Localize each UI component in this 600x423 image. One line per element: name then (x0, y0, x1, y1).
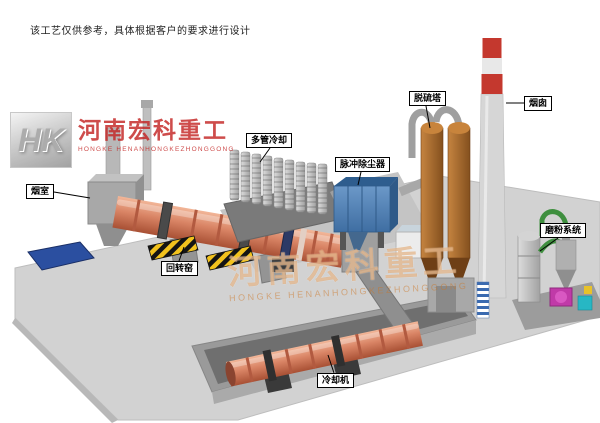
chimney-stack (476, 38, 507, 319)
hazard-barriers (147, 235, 255, 271)
label-desulfurization-tower: 脱硫塔 (409, 91, 447, 107)
logo-text-block: 河南宏科重工 HONGKE HENANHONGKEZHONGGONG (78, 112, 235, 153)
grinding-system-unit (512, 209, 600, 330)
small-building (395, 225, 428, 259)
label-chimney: 烟囱 (524, 96, 553, 112)
label-cooling-machine: 冷却机 (317, 373, 355, 389)
company-logo: HK 河南宏科重工 HONGKE HENANHONGKEZHONGGONG (10, 112, 235, 168)
desulfurization-towers (408, 106, 475, 313)
label-rotary-kiln: 回转窑 (161, 261, 199, 277)
pulse-dust-collector-unit (333, 177, 398, 250)
logo-hk-monogram: HK (10, 112, 72, 168)
label-grinding-system: 磨粉系统 (540, 223, 587, 239)
logo-company-name-cn: 河南宏科重工 (78, 117, 228, 143)
disclaimer-text: 该工艺仅供参考，具体根据客户的要求进行设计 (30, 26, 251, 37)
kiln-drive-box (272, 258, 294, 272)
label-leader-lines (53, 102, 559, 374)
cooling-machine-cylinder (225, 321, 423, 387)
label-pulse-dust-collector: 脉冲除尘器 (335, 157, 391, 173)
label-smoke-chamber: 烟室 (26, 184, 55, 200)
blue-pad (27, 241, 95, 271)
label-multi-tube-cooler: 多管冷却 (246, 133, 293, 149)
logo-company-name-en: HONGKE HENANHONGKEZHONGGONG (78, 146, 235, 154)
